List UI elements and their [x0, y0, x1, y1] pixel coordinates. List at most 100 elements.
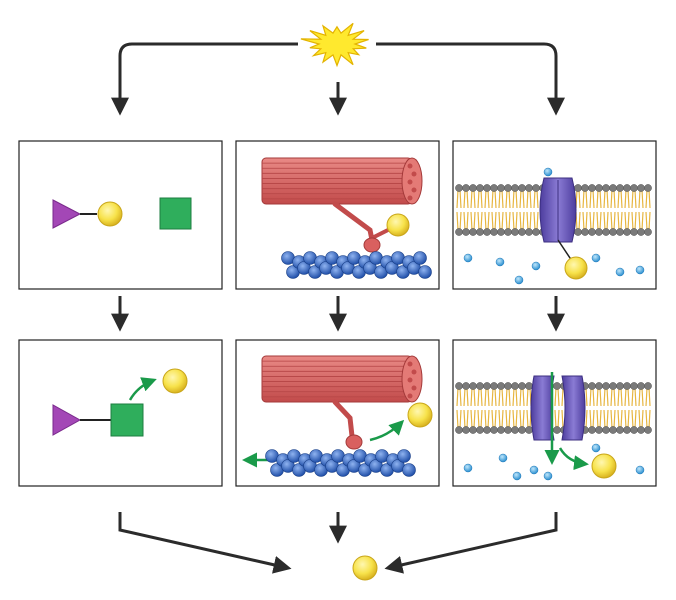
lipid-tail [648, 387, 651, 407]
lipid-head [504, 382, 512, 390]
lipid-tail [498, 211, 501, 231]
myosin-end-strand [407, 163, 413, 169]
lipid-tail [515, 409, 518, 429]
lipid-tail [641, 387, 644, 407]
lipid-head [497, 184, 505, 192]
lipid-tail [463, 387, 466, 407]
lipid-tail [484, 211, 487, 231]
lipid-tail [508, 211, 511, 231]
top-left-arrow [111, 42, 298, 116]
actin-subunit [397, 449, 411, 463]
lipid-tail [620, 211, 623, 231]
lipid-tail [456, 211, 459, 231]
lipid-tail [592, 211, 595, 231]
lipid-head [630, 228, 638, 236]
lipid-tail [473, 211, 476, 231]
lipid-tail [645, 211, 648, 231]
lipid-head [588, 228, 596, 236]
myosin-filament [261, 157, 413, 205]
lipid-tail [522, 189, 525, 209]
lipid-tail [484, 409, 487, 429]
myosin-neck [332, 399, 355, 439]
lipid-head [504, 426, 512, 434]
lipid-tail [613, 409, 616, 429]
lipid-tail [470, 189, 473, 209]
lipid-head [483, 382, 491, 390]
lipid-tail [603, 211, 606, 231]
lipid-head [455, 228, 463, 236]
lipid-head [616, 382, 624, 390]
lipid-tail [512, 189, 515, 209]
lipid-tail [473, 189, 476, 209]
lipid-tail [603, 387, 606, 407]
lipid-head [588, 382, 596, 390]
lipid-tail [501, 189, 504, 209]
release-arrow [128, 377, 157, 401]
square-reactant [159, 197, 192, 230]
lipid-tail [491, 387, 494, 407]
lipid-head [497, 228, 505, 236]
lipid-tail [459, 387, 462, 407]
lipid-head [553, 382, 561, 390]
lipid-tail [596, 189, 599, 209]
lipid-head [630, 184, 638, 192]
lipid-tail [592, 189, 595, 209]
lipid-tail [585, 387, 588, 407]
transport-after-content [455, 372, 652, 481]
lipid-tail [526, 387, 529, 407]
actin-subunit [402, 463, 416, 477]
ion-particle [498, 453, 508, 463]
lipid-head [490, 382, 498, 390]
lipid-tail [585, 409, 588, 429]
lipid-tail [624, 189, 627, 209]
lipid-tail [561, 409, 564, 429]
lipid-tail [596, 211, 599, 231]
lipid-tail [589, 409, 592, 429]
lipid-tail [578, 189, 581, 209]
lipid-tail [501, 387, 504, 407]
lipid-tail [554, 409, 557, 429]
phosphate-ball-icon [591, 453, 617, 479]
lipid-tail [466, 387, 469, 407]
lipid-head [630, 426, 638, 434]
top-connectors [111, 42, 565, 116]
lipid-head [637, 426, 645, 434]
lipid-head [511, 184, 519, 192]
lipid-tail [505, 189, 508, 209]
lipid-head [462, 382, 470, 390]
lipid-tail [638, 409, 641, 429]
lipid-tail [592, 387, 595, 407]
lipid-tail [456, 387, 459, 407]
lipid-head [483, 184, 491, 192]
lipid-tail [648, 211, 651, 231]
lipid-tail [498, 189, 501, 209]
lipid-head [455, 382, 463, 390]
lipid-tail [648, 189, 651, 209]
lipid-tail [578, 211, 581, 231]
lipid-tail [522, 409, 525, 429]
lipid-tail [645, 189, 648, 209]
lipid-tail [585, 189, 588, 209]
lipid-tail [519, 211, 522, 231]
lipid-tail [466, 189, 469, 209]
ion-particle [463, 253, 473, 263]
lipid-tail [606, 211, 609, 231]
ion-particle [495, 257, 505, 267]
lipid-tail [624, 387, 627, 407]
lipid-tail [515, 189, 518, 209]
lipid-tail [648, 409, 651, 429]
lipid-tail [589, 211, 592, 231]
lipid-head [504, 184, 512, 192]
lipid-tail [606, 189, 609, 209]
lipid-head [623, 184, 631, 192]
lipid-head [518, 228, 526, 236]
lipid-tail [508, 189, 511, 209]
lipid-tail [484, 189, 487, 209]
square-product [110, 403, 144, 437]
starburst-shape [300, 22, 369, 68]
ion-particle [463, 463, 473, 473]
phosphate-ball-icon [352, 555, 378, 581]
triangle-product [52, 404, 82, 436]
lipid-tail [470, 211, 473, 231]
